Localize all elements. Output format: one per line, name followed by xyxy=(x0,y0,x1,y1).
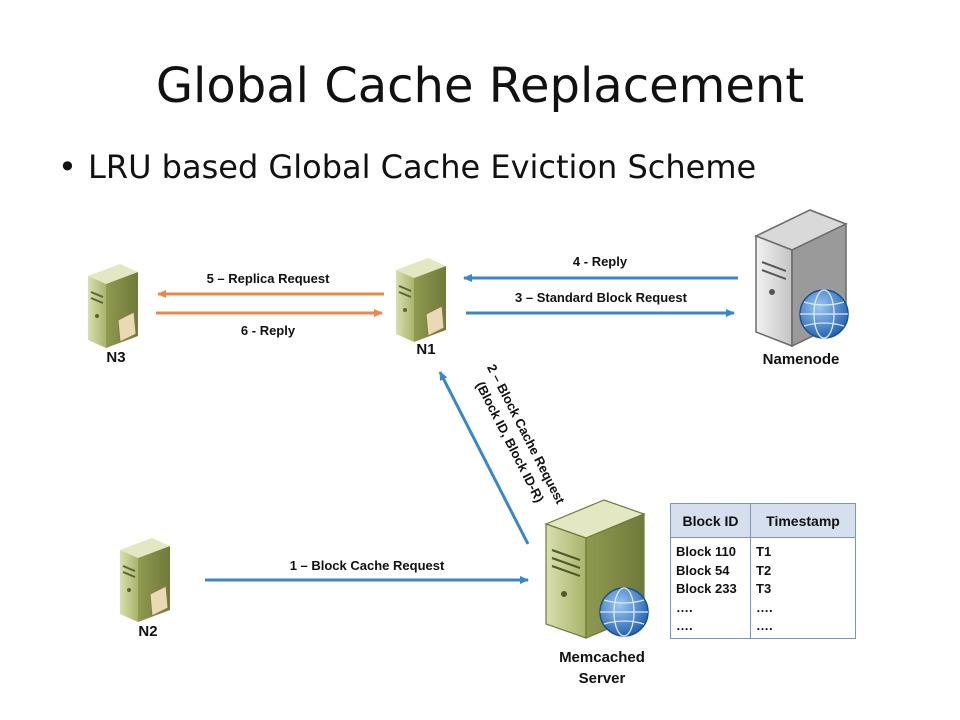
node-label-namenode: Namenode xyxy=(763,351,840,368)
table-cell: …. xyxy=(676,599,693,615)
namenode-server-icon xyxy=(754,209,849,348)
header-block-id: Block ID xyxy=(671,504,751,537)
bullet-text: LRU based Global Cache Eviction Scheme xyxy=(88,148,757,186)
cache-table: Block ID Timestamp Block 110 Block 54 Bl… xyxy=(670,503,856,639)
server-n3-icon xyxy=(88,264,138,348)
server-n1-icon xyxy=(396,258,446,342)
table-cell: …. xyxy=(756,599,773,615)
table-body: Block 110 Block 54 Block 233 …. …. T1 T2… xyxy=(671,538,855,639)
column-block-id: Block 110 Block 54 Block 233 …. …. xyxy=(671,538,751,639)
table-cell: T3 xyxy=(756,581,772,596)
node-label-n2: N2 xyxy=(138,623,157,640)
table-header: Block ID Timestamp xyxy=(671,504,855,538)
table-cell: Block 233 xyxy=(676,581,737,596)
label-reply-6: 6 - Reply xyxy=(241,323,296,338)
slide-title: Global Cache Replacement xyxy=(155,58,805,114)
node-label-memcached-line2: Server xyxy=(579,670,626,687)
bullet-item: • LRU based Global Cache Eviction Scheme xyxy=(58,148,756,186)
header-timestamp: Timestamp xyxy=(766,512,840,529)
label-block-cache-request-1: 1 – Block Cache Request xyxy=(290,558,445,573)
server-n2-icon xyxy=(120,538,170,622)
label-reply-4: 4 - Reply xyxy=(573,254,628,269)
table-cell: T2 xyxy=(756,562,772,578)
table-cell: Block 110 xyxy=(676,544,736,559)
node-label-n1: N1 xyxy=(416,341,435,358)
table-cell: Block 54 xyxy=(676,562,730,578)
table-cell: …. xyxy=(756,618,773,633)
node-label-n3: N3 xyxy=(106,349,125,366)
column-timestamp: T1 T2 T3 …. …. xyxy=(751,538,855,639)
bullet-dot-icon: • xyxy=(58,148,77,186)
table-cell: T1 xyxy=(756,544,772,559)
table-cell: …. xyxy=(676,618,693,633)
label-replica-request-5: 5 – Replica Request xyxy=(207,271,330,286)
node-label-memcached-line1: Memcached xyxy=(559,649,645,666)
label-standard-block-request-3: 3 – Standard Block Request xyxy=(515,290,688,305)
arrow-block-cache-request-2 xyxy=(438,371,530,545)
memcached-server-icon xyxy=(544,499,649,639)
